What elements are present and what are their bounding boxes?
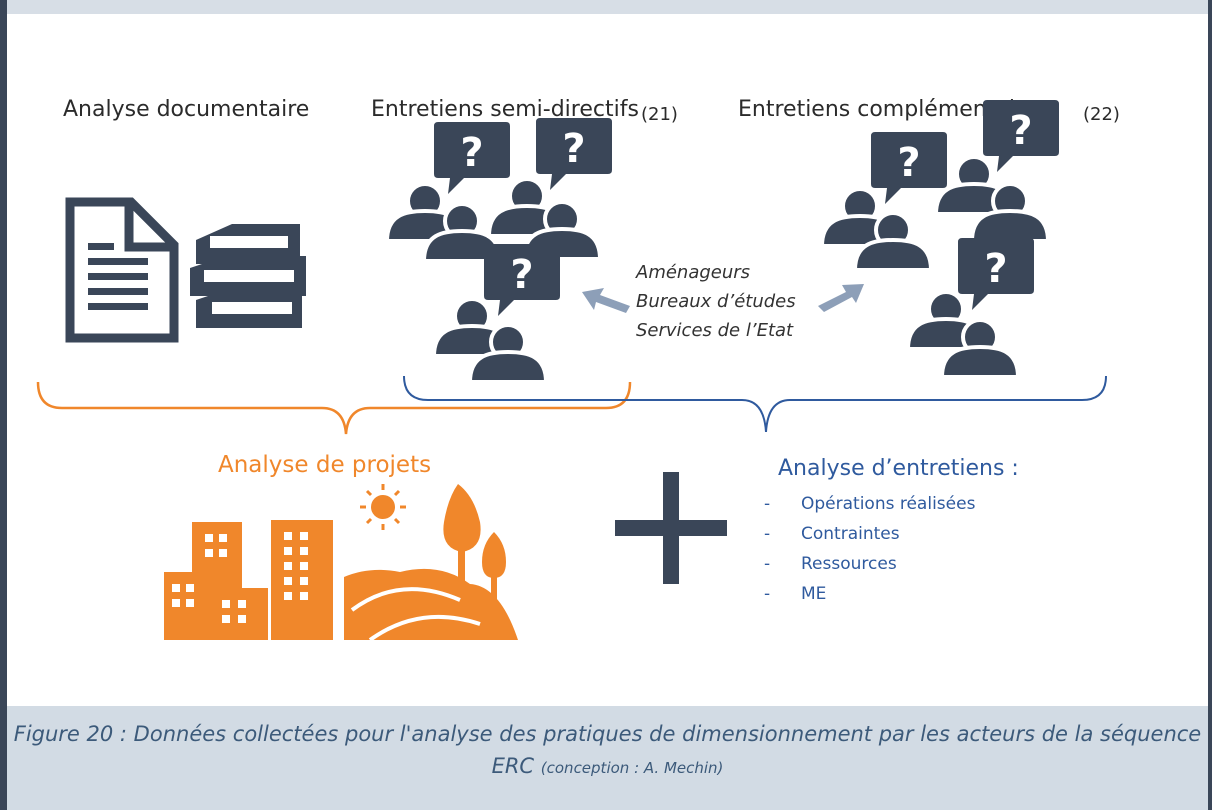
right-border <box>1208 0 1212 810</box>
item-contraintes: Contraintes <box>801 524 900 544</box>
title-entretiens-semi-directifs: Entretiens semi-directifs <box>371 97 639 122</box>
caption-main: Figure 20 : Données collectées pour l'an… <box>13 722 1202 778</box>
actors-list: Aménageurs Bureaux d’études Services de … <box>636 258 796 345</box>
document-icon <box>65 197 179 343</box>
complementary-interviews-icons <box>820 100 1059 379</box>
building-windows <box>172 532 308 623</box>
count-semi-directifs: (21) <box>641 104 678 125</box>
actor-services-etat: Services de l’Etat <box>636 320 794 341</box>
bullet-dash: - <box>764 584 771 604</box>
item-me: ME <box>801 584 827 604</box>
figure-caption: Figure 20 : Données collectées pour l'an… <box>7 706 1208 810</box>
item-operations-realisees: Opérations réalisées <box>801 494 976 514</box>
sun-icon <box>360 484 406 530</box>
landscape-trees-icon <box>344 484 518 642</box>
bullet-dash: - <box>764 554 771 574</box>
top-band <box>7 0 1208 14</box>
arrow-to-semi <box>582 288 630 313</box>
plus-sign <box>615 472 727 584</box>
blue-brace <box>403 375 1107 433</box>
caption-credit: (conception : A. Mechin) <box>540 759 724 777</box>
title-analyse-documentaire: Analyse documentaire <box>63 97 310 122</box>
actor-bureaux-etudes: Bureaux d’études <box>636 291 796 312</box>
arrow-to-complementary <box>818 284 864 312</box>
analyse-entretiens-label: Analyse d’entretiens : <box>778 456 1019 481</box>
count-complementaires: (22) <box>1083 104 1120 125</box>
bullet-dash: - <box>764 494 771 514</box>
analyse-de-projets-label: Analyse de projets <box>218 452 432 478</box>
books-icon <box>190 224 306 328</box>
item-ressources: Ressources <box>801 554 897 574</box>
actor-amenageurs: Aménageurs <box>636 262 751 283</box>
left-border <box>0 0 7 810</box>
bullet-dash: - <box>764 524 771 544</box>
semi-interviews-icons <box>385 118 612 384</box>
orange-brace <box>36 381 632 435</box>
